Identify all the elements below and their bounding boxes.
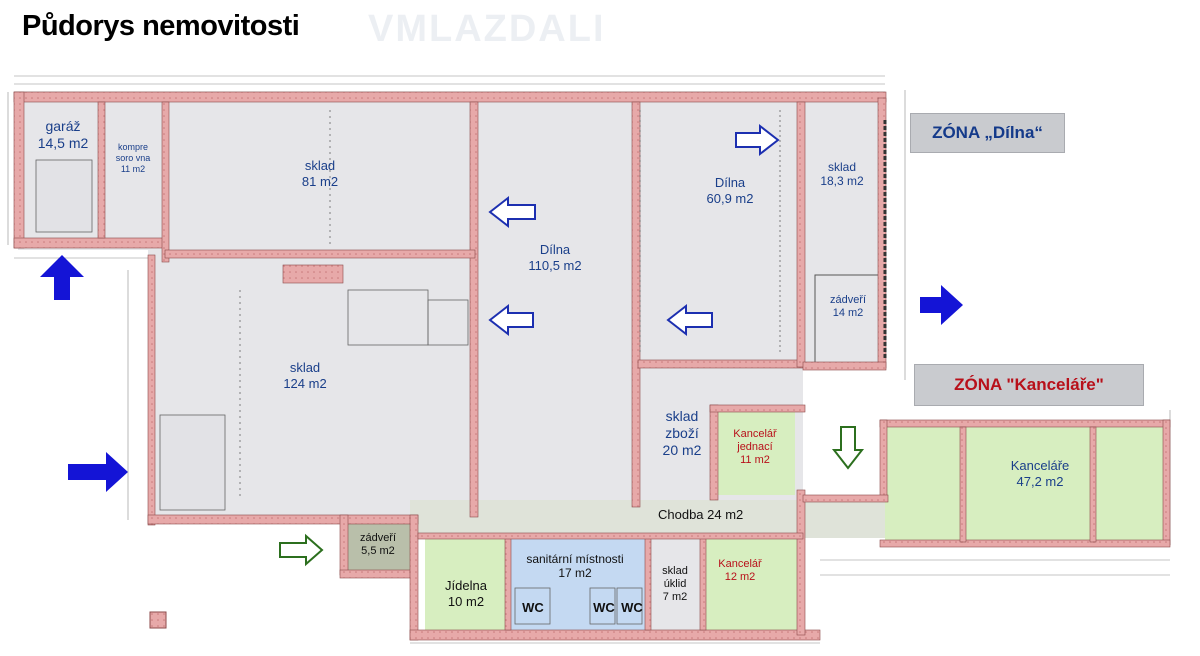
- room-name: sklad: [827, 160, 856, 174]
- wc-label-1: WC: [522, 600, 544, 615]
- room-area: 14 m2: [832, 307, 864, 320]
- room-zadveri-55: zádveří 5,5 m2: [350, 532, 406, 558]
- room-area: 12 m2: [724, 571, 756, 584]
- room-area: 18,3 m2: [820, 174, 864, 189]
- room-name: Kanceláře: [1010, 458, 1070, 473]
- room-sklad-124: sklad 124 m2: [265, 360, 345, 391]
- green-arrows-outline: [279, 426, 865, 567]
- room-name: zádveří: [829, 294, 867, 306]
- wall-legend-icon: [149, 611, 167, 629]
- plan-fixtures: [35, 110, 887, 625]
- flow-arrow-outline-icon: [735, 123, 780, 157]
- room-name: Dílna: [714, 175, 746, 190]
- room-name: Dílna: [539, 242, 571, 257]
- page-title: Půdorys nemovitosti: [22, 10, 300, 42]
- room-area: 10 m2: [447, 593, 485, 609]
- wc-label-2: WC: [593, 600, 615, 615]
- room-kancelare-47: Kanceláře 47,2 m2: [995, 458, 1085, 489]
- zone-label-dilna: ZÓNA „Dílna“: [910, 113, 1065, 153]
- room-area: 81 m2: [301, 173, 339, 189]
- room-name: sklad zboží: [665, 408, 699, 441]
- room-sklad-uklid: sklad úklid 7 m2: [654, 565, 696, 605]
- entry-arrow-solid-icon: [40, 255, 84, 300]
- room-area: 60,9 m2: [706, 190, 754, 206]
- room-name: Chodba 24 m2: [658, 507, 744, 522]
- room-name: Jídelna: [445, 578, 487, 593]
- entry-arrow-green-outline-icon: [831, 426, 865, 470]
- walls: [13, 91, 1171, 641]
- room-garaz: garáž 14,5 m2: [28, 118, 98, 152]
- flow-arrow-outline-icon: [488, 303, 534, 337]
- entry-arrow-green-outline-icon: [279, 533, 324, 567]
- room-name: kompre soro vna: [115, 142, 151, 163]
- room-area: 5,5 m2: [361, 545, 395, 558]
- room-name: zádveří: [359, 532, 397, 544]
- room-sklad-zbozi: sklad zboží 20 m2: [656, 408, 708, 458]
- room-area: 14,5 m2: [37, 134, 89, 151]
- room-area: 17 m2: [558, 566, 592, 581]
- room-name: garáž: [45, 118, 81, 134]
- room-kompresorovna: kompre soro vna 11 m2: [108, 142, 158, 174]
- room-name: sanitární místnosti: [526, 552, 624, 566]
- background-watermark: VMLAZDALI: [368, 8, 606, 50]
- room-area: 110,5 m2: [528, 257, 582, 273]
- room-sklad-81: sklad 81 m2: [280, 158, 360, 189]
- entry-arrows-solid: [40, 255, 963, 492]
- room-area: 7 m2: [662, 591, 688, 604]
- room-dilna-110: Dílna 110,5 m2: [510, 242, 600, 273]
- room-name: sklad: [289, 360, 321, 375]
- room-name: Kancelář jednací: [733, 428, 777, 454]
- flow-arrow-outline-icon: [666, 303, 713, 337]
- room-name: Kancelář: [718, 558, 762, 570]
- room-jidelna: Jídelna 10 m2: [432, 578, 500, 609]
- room-name: sklad úklid: [662, 565, 688, 591]
- room-dilna-60: Dílna 60,9 m2: [690, 175, 770, 206]
- wc-label-3: WC: [621, 600, 643, 615]
- room-kancelar-12: Kancelář 12 m2: [705, 558, 775, 584]
- room-sanitarni: sanitární místnosti 17 m2: [510, 552, 640, 581]
- room-area: 20 m2: [662, 441, 702, 458]
- room-chodba: Chodba 24 m2: [658, 507, 768, 523]
- room-sklad-18: sklad 18,3 m2: [812, 160, 872, 189]
- entry-arrow-solid-icon: [68, 452, 128, 492]
- room-area: 124 m2: [283, 375, 327, 391]
- room-area: 11 m2: [120, 163, 146, 174]
- room-zadveri-14: zádveří 14 m2: [817, 294, 879, 320]
- room-name: sklad: [304, 158, 336, 173]
- room-kancelar-jednaci: Kancelář jednací 11 m2: [722, 428, 788, 468]
- zone-label-kancelare: ZÓNA "Kanceláře": [914, 364, 1144, 406]
- entry-arrow-solid-icon: [920, 285, 963, 325]
- flow-arrows-outline: [488, 123, 780, 337]
- room-area: 11 m2: [740, 454, 770, 467]
- flow-arrow-outline-icon: [488, 195, 536, 229]
- room-area: 47,2 m2: [1016, 473, 1064, 489]
